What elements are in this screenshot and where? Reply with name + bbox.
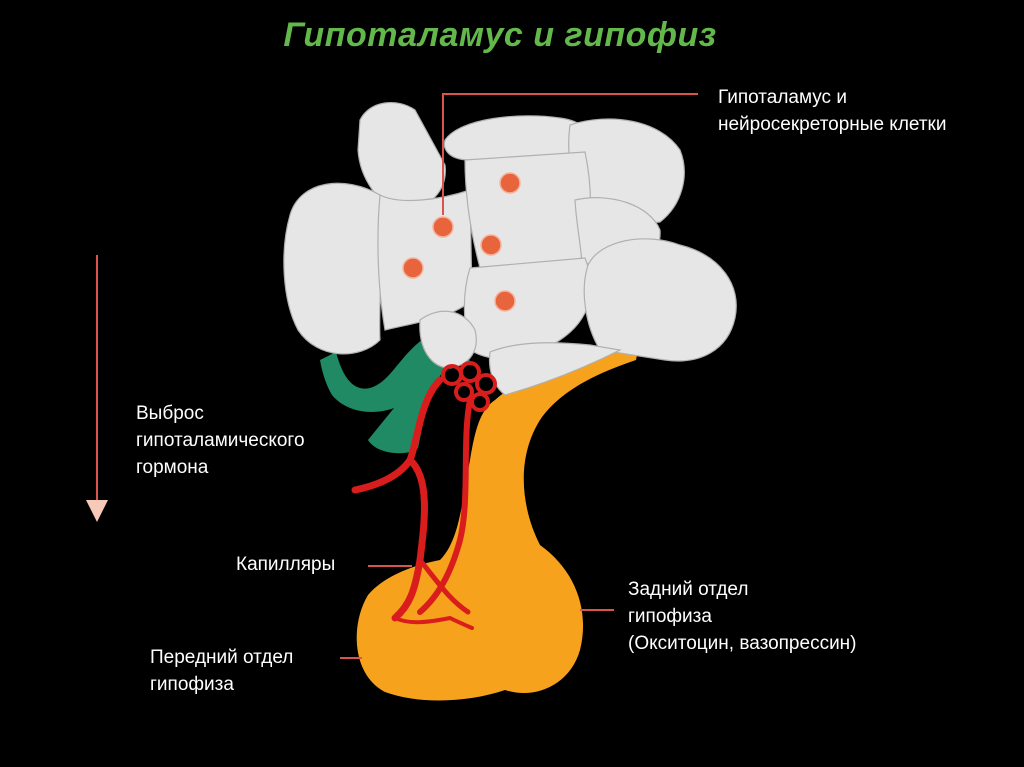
label-hypothalamus-line1: Гипоталамус и — [718, 87, 847, 108]
diagram-title: Гипоталамус и гипофиз — [283, 16, 717, 54]
label-capillaries: Капилляры — [236, 551, 335, 578]
posterior-pituitary — [356, 340, 640, 701]
label-posterior-line1: Задний отдел — [628, 579, 749, 600]
label-hypothalamus: Гипоталамус и нейросекреторные клетки — [718, 84, 946, 138]
label-release-line2: гипоталамического — [136, 430, 305, 451]
label-posterior-line3: (Окситоцин, вазопрессин) — [628, 633, 857, 654]
label-posterior-line2: гипофиза — [628, 606, 712, 627]
label-release-line1: Выброс — [136, 403, 204, 424]
capillary-network — [351, 361, 497, 630]
label-release: Выброс гипоталамического гормона — [136, 400, 305, 481]
leader-lines — [340, 93, 698, 659]
label-hypothalamus-line2: нейросекреторные клетки — [718, 114, 947, 135]
label-anterior-line2: гипофиза — [150, 674, 234, 695]
neurosecretory-cells — [402, 172, 521, 312]
label-release-line3: гормона — [136, 457, 209, 478]
release-direction-arrow — [86, 255, 108, 522]
label-posterior: Задний отдел гипофиза (Окситоцин, вазопр… — [628, 576, 857, 657]
label-anterior-line1: Передний отдел — [150, 647, 294, 668]
hypothalamus — [283, 102, 737, 396]
label-anterior: Передний отдел гипофиза — [150, 644, 293, 698]
label-capillaries-line1: Капилляры — [236, 554, 336, 575]
